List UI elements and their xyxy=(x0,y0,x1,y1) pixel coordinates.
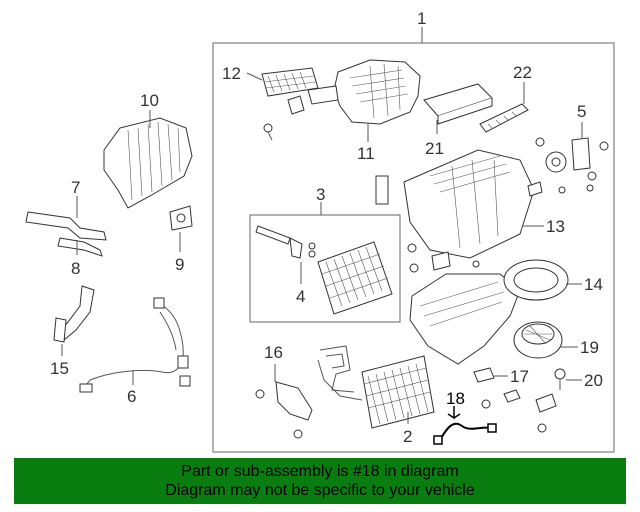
part-18-wire-harness xyxy=(433,406,497,445)
callout-10: 10 xyxy=(140,91,159,110)
part-6-harness xyxy=(79,297,191,393)
part-22-filter-strip xyxy=(479,103,529,133)
assembly-frame-1 xyxy=(212,42,615,453)
part-3-heater-core xyxy=(255,225,393,315)
part-12-cover xyxy=(261,67,319,97)
callout-21: 21 xyxy=(425,139,444,158)
part-16-bracket xyxy=(255,381,313,439)
callout-17: 17 xyxy=(510,367,529,386)
callout-7: 7 xyxy=(71,178,80,197)
callout-1: 1 xyxy=(417,9,426,28)
callout-6: 6 xyxy=(127,387,136,406)
part-5-actuator xyxy=(535,137,609,194)
callout-22: 22 xyxy=(513,63,532,82)
part-15-drain-hose xyxy=(53,285,95,343)
part-19-blower-motor xyxy=(513,321,563,359)
callout-15: 15 xyxy=(50,359,69,378)
callout-20: 20 xyxy=(584,371,603,390)
info-banner: Part or sub-assembly is #18 in diagram D… xyxy=(14,458,626,504)
part-17-resistor xyxy=(473,367,495,383)
callout-5: 5 xyxy=(577,102,586,121)
part-21-cabin-filter xyxy=(423,83,493,125)
misc-small-parts xyxy=(481,389,557,433)
callout-4: 4 xyxy=(296,287,305,306)
callout-19: 19 xyxy=(580,338,599,357)
sub-assembly-box-3 xyxy=(249,214,401,323)
banner-line-2: Diagram may not be specific to your vehi… xyxy=(165,482,475,499)
banner-line-1: Part or sub-assembly is #18 in diagram xyxy=(181,463,459,480)
part-2-evaporator xyxy=(317,345,435,429)
part-20-screw xyxy=(554,368,566,390)
callout-14: 14 xyxy=(584,275,603,294)
part-14-lower-case xyxy=(409,259,569,365)
callout-11: 11 xyxy=(357,144,375,163)
part-9-grommet xyxy=(169,205,193,231)
callout-8: 8 xyxy=(71,259,80,278)
callout-3: 3 xyxy=(316,185,325,204)
callout-16: 16 xyxy=(264,343,283,362)
callout-2: 2 xyxy=(403,427,412,446)
callout-18: 18 xyxy=(446,389,465,408)
part-13-heater-case xyxy=(375,149,543,273)
callout-13: 13 xyxy=(546,217,565,236)
part-10-duct xyxy=(103,117,193,209)
callout-9: 9 xyxy=(175,255,184,274)
part-7-8-hoses xyxy=(25,211,107,257)
callout-12: 12 xyxy=(222,64,241,83)
part-11-upper-case xyxy=(263,59,421,141)
